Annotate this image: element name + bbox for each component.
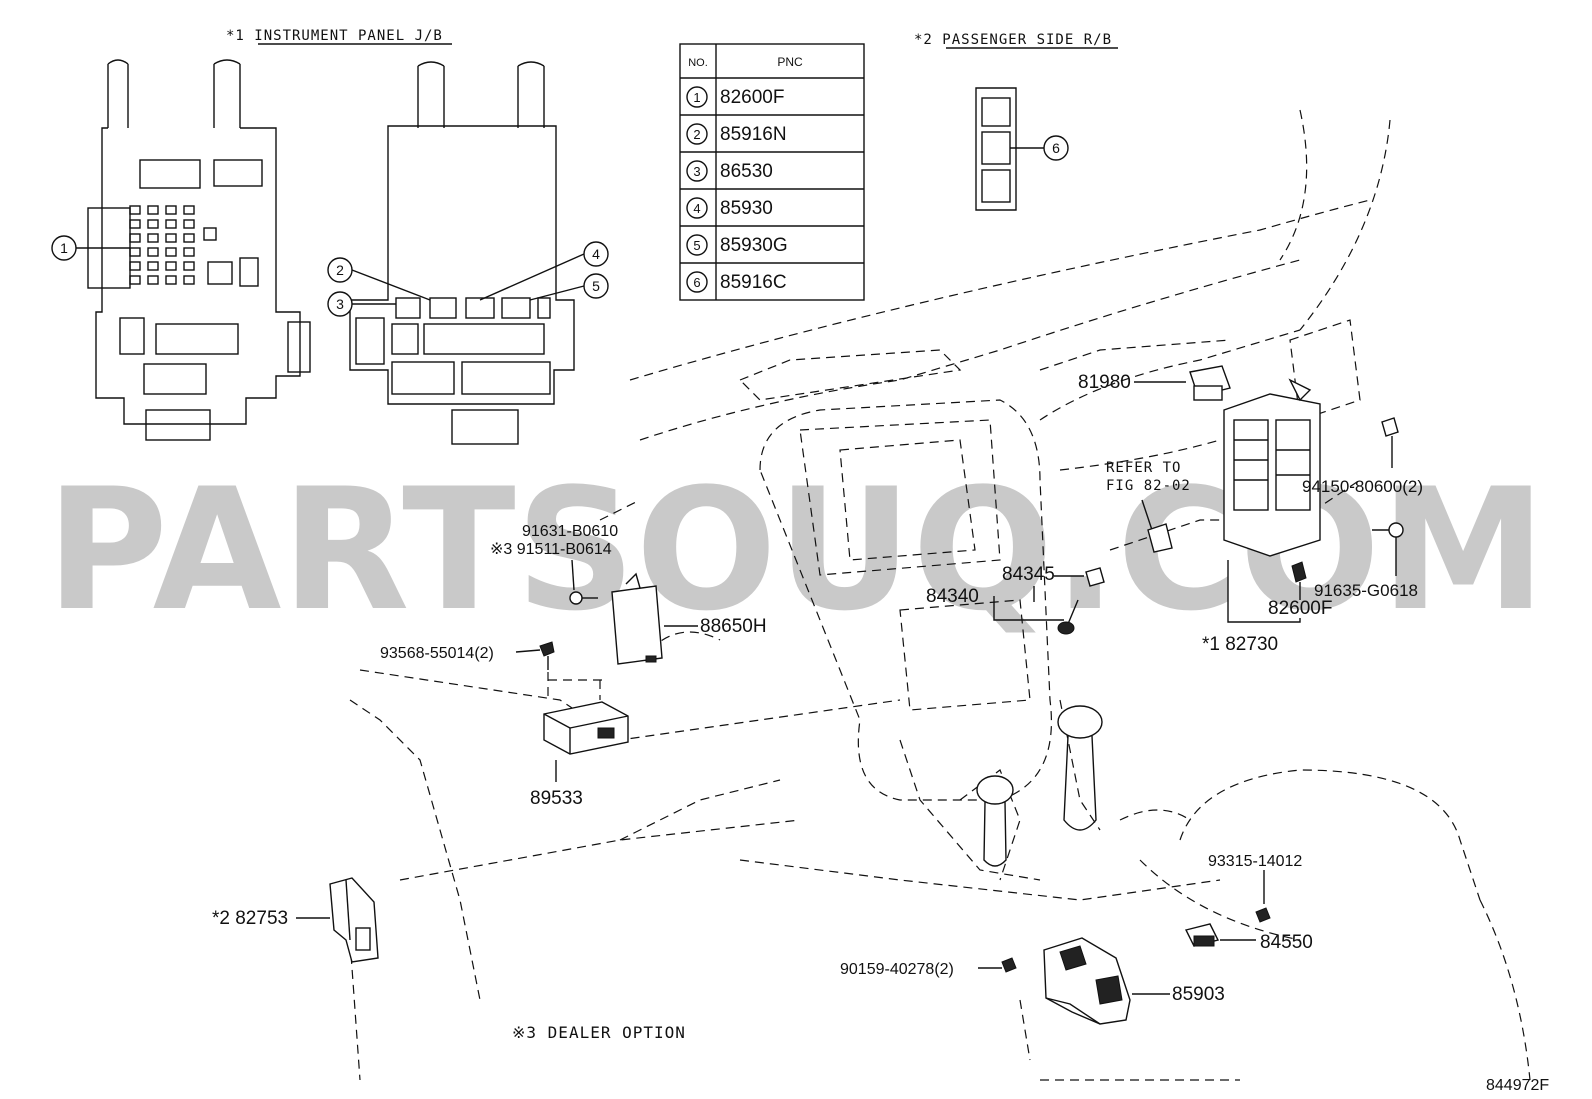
table-row: 1 82600F [686, 86, 784, 108]
part-93568-screw[interactable] [539, 641, 555, 670]
refer-to-label: REFER TO [1106, 460, 1181, 476]
part-82753[interactable] [329, 877, 379, 963]
table-row: 2 85916N [686, 123, 787, 145]
callout-5: 5 [529, 273, 609, 301]
label-82730: *1 82730 [1202, 634, 1278, 655]
svg-text:1: 1 [60, 240, 68, 256]
label-84340: 84340 [926, 586, 979, 607]
svg-text:4: 4 [693, 201, 700, 216]
label-88650h: 88650H [700, 616, 767, 637]
table-row: 5 85930G [686, 234, 788, 256]
callout-1: 1 [51, 235, 130, 261]
svg-text:2: 2 [693, 127, 700, 142]
svg-text:3: 3 [693, 164, 700, 179]
svg-text:6: 6 [693, 275, 700, 290]
callout-2: 2 [327, 257, 431, 301]
callout-6: 6 [1010, 135, 1069, 161]
part-84345[interactable] [1085, 567, 1105, 587]
callout-4: 4 [479, 241, 609, 301]
table-row: 4 85930 [686, 197, 773, 219]
label-89533: 89533 [530, 788, 583, 809]
label-84550: 84550 [1260, 932, 1313, 953]
pnc-table: NO. PNC 1 82600F 2 85916N 3 86530 4 8593… [679, 43, 865, 301]
label-82600f: 82600F [1268, 598, 1332, 619]
fuse-grid [129, 205, 195, 285]
part-88650h[interactable] [611, 572, 663, 665]
label-90159: 90159-40278(2) [840, 961, 954, 978]
part-82730-jb[interactable] [1223, 378, 1321, 557]
part-81980[interactable] [1189, 365, 1231, 401]
callout-3: 3 [327, 291, 396, 317]
part-91631-bolt[interactable] [569, 591, 598, 605]
passenger-side-rb [975, 87, 1017, 211]
label-85903: 85903 [1172, 984, 1225, 1005]
label-91511: ※3 91511-B0614 [490, 541, 612, 558]
svg-text:85930G: 85930G [720, 235, 788, 256]
instrument-panel-jb-rear [349, 61, 575, 445]
label-94150: 94150-80600(2) [1302, 477, 1423, 496]
label-84345: 84345 [1002, 564, 1055, 585]
part-82600f[interactable] [1291, 561, 1307, 583]
svg-text:6: 6 [1052, 140, 1060, 156]
svg-text:4: 4 [592, 246, 600, 262]
part-94150-bolt[interactable] [1381, 417, 1399, 468]
passenger-side-header: *2 PASSENGER SIDE R/B [914, 32, 1112, 48]
part-84550[interactable] [1184, 923, 1220, 947]
refer-to-fig: FIG 82-02 [1106, 478, 1191, 494]
svg-text:5: 5 [693, 238, 700, 253]
svg-text:82600F: 82600F [720, 87, 784, 108]
label-91635: 91635-G0618 [1314, 581, 1418, 600]
label-93568: 93568-55014(2) [380, 645, 494, 662]
label-81980: 81980 [1078, 372, 1131, 393]
table-header-no: NO. [688, 57, 708, 69]
instrument-panel-jb-front [87, 59, 311, 441]
table-header-pnc: PNC [777, 55, 803, 69]
label-93315: 93315-14012 [1208, 853, 1302, 870]
svg-text:2: 2 [336, 262, 344, 278]
part-89533[interactable] [543, 701, 629, 755]
label-82753: *2 82753 [212, 908, 288, 929]
refer-connector [1147, 523, 1173, 553]
svg-text:85916N: 85916N [720, 124, 787, 145]
part-90159-screw[interactable] [1001, 957, 1017, 973]
svg-text:5: 5 [592, 278, 600, 294]
part-85903[interactable] [1043, 937, 1131, 1025]
svg-text:1: 1 [693, 90, 700, 105]
shift-lever [976, 705, 1103, 867]
part-84340[interactable] [1057, 599, 1079, 635]
dealer-option-note: ※3 DEALER OPTION [512, 1023, 686, 1042]
table-row: 3 86530 [686, 160, 773, 182]
label-91631: 91631-B0610 [522, 523, 618, 540]
svg-text:85930: 85930 [720, 198, 773, 219]
part-93315-screw[interactable] [1255, 907, 1271, 923]
svg-text:86530: 86530 [720, 161, 773, 182]
part-91635-bolt[interactable] [1372, 522, 1404, 576]
svg-text:85916C: 85916C [720, 272, 787, 293]
table-row: 6 85916C [686, 271, 787, 293]
instrument-panel-header: *1 INSTRUMENT PANEL J/B [226, 28, 443, 44]
svg-text:3: 3 [336, 296, 344, 312]
figure-id: 844972F [1486, 1077, 1549, 1094]
